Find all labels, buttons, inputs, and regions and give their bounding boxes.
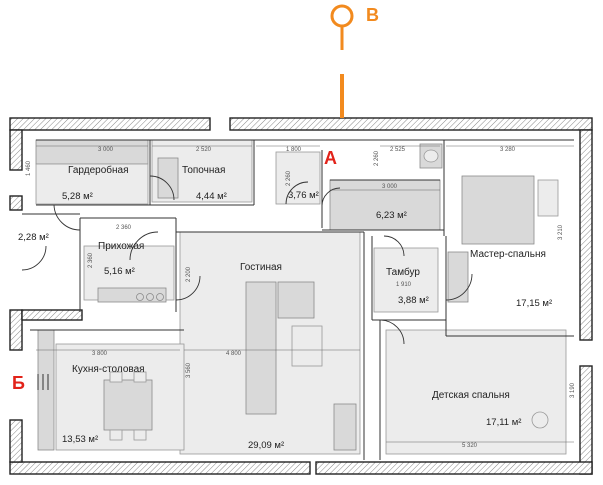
dim-2360a: 2 360 bbox=[116, 225, 132, 231]
tv-unit bbox=[333, 403, 357, 451]
dim-3000b: 3 000 bbox=[382, 184, 398, 190]
marker-v-circle bbox=[330, 4, 354, 28]
room-area-master: 17,15 м² bbox=[516, 298, 552, 309]
wardrobe-shelves bbox=[35, 139, 149, 165]
kids-floor bbox=[385, 329, 567, 455]
room-area-bath1: 3,76 м² bbox=[288, 190, 319, 201]
room-name-wardrobe: Гардеробная bbox=[68, 164, 129, 176]
room-area-porch: 2,28 м² bbox=[18, 232, 49, 243]
room-area-bath2: 6,23 м² bbox=[376, 210, 407, 221]
room-area-living: 29,09 м² bbox=[248, 440, 284, 451]
dim-2260a: 2 260 bbox=[286, 170, 292, 186]
dim-4800: 4 800 bbox=[226, 351, 242, 357]
section-marker-v: В bbox=[330, 4, 379, 118]
sink-bowl bbox=[423, 149, 439, 163]
room-name-furnace: Топочная bbox=[182, 165, 225, 176]
marker-v-label: В bbox=[366, 5, 379, 25]
bath1-floor bbox=[275, 151, 321, 205]
dim-2525: 2 525 bbox=[390, 147, 406, 153]
room-area-furnace: 4,44 м² bbox=[196, 191, 227, 202]
dining-table bbox=[103, 379, 153, 431]
dim-3210: 3 210 bbox=[558, 224, 564, 240]
room-labels: Гардеробная 5,28 м² Топочная 4,44 м² 3,7… bbox=[18, 164, 552, 451]
window-icon bbox=[37, 374, 49, 390]
dim-3280: 3 280 bbox=[500, 147, 516, 153]
room-area-kitchen: 13,53 м² bbox=[62, 434, 98, 445]
room-name-hall: Прихожая bbox=[98, 241, 144, 252]
marker-b-label: Б bbox=[12, 373, 25, 393]
room-area-vestibule: 3,88 м² bbox=[398, 295, 429, 306]
room-name-master: Мастер-спальня bbox=[470, 249, 546, 260]
interior-walls bbox=[22, 139, 574, 460]
dim-5320: 5 320 bbox=[462, 443, 478, 449]
dim-1460: 1 460 bbox=[26, 160, 32, 176]
furniture bbox=[35, 139, 567, 455]
room-name-kitchen: Кухня-столовая bbox=[72, 364, 145, 375]
kids-chair bbox=[531, 411, 549, 429]
dim-3800: 3 800 bbox=[92, 351, 108, 357]
nightstand bbox=[537, 179, 559, 217]
room-area-kids: 17,11 м² bbox=[486, 417, 521, 428]
dim-2520: 2 520 bbox=[196, 147, 212, 153]
dim-1910: 1 910 bbox=[396, 282, 412, 288]
room-name-living: Гостиная bbox=[240, 262, 282, 273]
dimension-lines bbox=[36, 145, 574, 443]
dim-3560: 3 560 bbox=[186, 362, 192, 378]
hall-bench bbox=[97, 287, 167, 303]
master-closet bbox=[447, 251, 469, 303]
dim-3190: 3 190 bbox=[570, 382, 576, 398]
dimension-labels: 3 000 2 520 1 800 2 525 3 280 1 460 2 26… bbox=[26, 147, 576, 449]
dim-2200: 2 200 bbox=[186, 266, 192, 282]
armchair bbox=[291, 325, 323, 367]
sofa bbox=[245, 281, 277, 415]
dim-3000a: 3 000 bbox=[98, 147, 114, 153]
exterior-walls bbox=[9, 117, 593, 475]
dim-2260b: 2 260 bbox=[374, 150, 380, 166]
room-area-wardrobe: 5,28 м² bbox=[62, 191, 93, 202]
bathtub bbox=[329, 179, 441, 231]
master-bed bbox=[461, 175, 535, 245]
sofa-end bbox=[277, 281, 315, 319]
dim-2360b: 2 360 bbox=[88, 252, 94, 268]
dim-1800: 1 800 bbox=[286, 147, 302, 153]
wardrobe-floor bbox=[35, 163, 149, 205]
room-name-vestibule: Тамбур bbox=[386, 266, 420, 278]
room-area-hall: 5,16 м² bbox=[104, 266, 135, 277]
vestibule-floor bbox=[373, 247, 439, 313]
room-name-kids: Детская спальня bbox=[432, 390, 510, 401]
boiler bbox=[157, 157, 179, 199]
kitchen-counter bbox=[37, 329, 55, 451]
marker-a-label: А bbox=[324, 148, 337, 168]
doors bbox=[21, 175, 473, 345]
